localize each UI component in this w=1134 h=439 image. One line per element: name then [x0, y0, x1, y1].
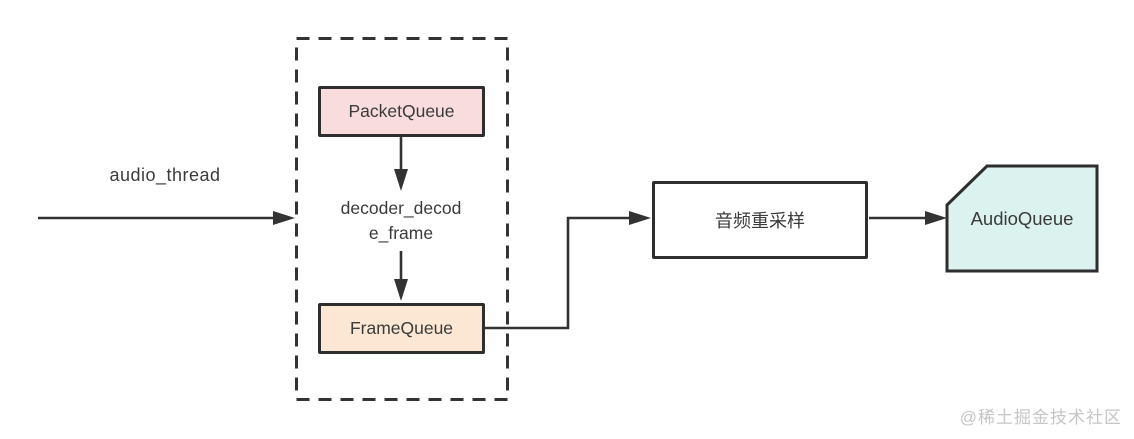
- framequeue-label: FrameQueue: [349, 318, 454, 338]
- packetqueue-to-decoder-arrow: [394, 137, 408, 191]
- framequeue-to-resample-connector: [485, 211, 651, 330]
- audio-thread-label: audio_thread: [109, 165, 221, 185]
- audio-resample-label: 音频重采样: [715, 211, 805, 231]
- resample-to-audioqueue-arrow: [869, 211, 947, 225]
- packetqueue-label: PacketQueue: [348, 101, 455, 121]
- audio-thread-arrow: [38, 211, 295, 225]
- decoder-label-line1: decoder_decod: [340, 198, 462, 218]
- decoder-to-framequeue-arrow: [394, 251, 408, 301]
- decoder-function-label: decoder_decod e_frame: [310, 196, 492, 246]
- audioqueue-node-label: AudioQueue: [970, 207, 1074, 229]
- watermark: @稀土掘金技术社区: [959, 408, 1122, 427]
- audioqueue-node-shape: [945, 164, 1099, 273]
- framequeue-node: FrameQueue: [318, 303, 485, 354]
- packetqueue-node: PacketQueue: [318, 86, 485, 137]
- decoder-label-line2: e_frame: [368, 223, 434, 243]
- audio-resample-node: 音频重采样: [652, 181, 868, 259]
